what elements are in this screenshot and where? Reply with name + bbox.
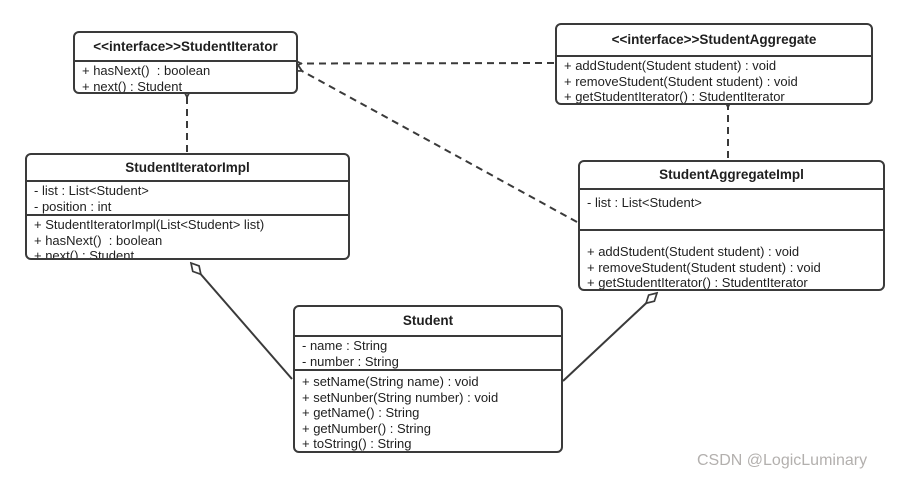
class-method: + setNunber(String number) : void [302,389,499,405]
dependency-arrow-aggregate-to-iterator [301,63,555,64]
methods-section: + StudentIteratorImpl(List<Student> list… [27,214,348,258]
class-method: + getStudentIterator() : StudentIterator [587,275,808,289]
class-method: + hasNext() : boolean [34,232,163,248]
class-method: + getNumber() : String [302,420,431,436]
class-box-student-aggregate: <<interface>>StudentAggregate + addStude… [555,23,873,105]
attributes-section: - list : List<Student> [580,188,883,229]
class-method: + addStudent(Student student) : void [564,58,777,73]
methods-section: + setName(String name) : void + setNunbe… [295,369,561,451]
aggregation-line-iteratorimpl-to-student [191,263,293,380]
methods-section: + addStudent(Student student) : void + r… [557,55,871,103]
class-title: <<interface>>StudentIterator [93,39,278,54]
class-title: <<interface>>StudentAggregate [611,32,817,47]
class-method: + next() : Student [34,248,135,258]
class-attribute: - name : String [302,338,388,353]
class-attribute: - list : List<Student> [34,183,149,198]
class-box-student-iterator-impl: StudentIteratorImpl - list : List<Studen… [25,153,350,260]
attributes-section: - name : String - number : String [295,335,561,369]
class-method: + getName() : String [302,405,420,420]
class-method: + getStudentIterator() : StudentIterator [564,89,785,103]
class-title: StudentAggregateImpl [659,167,804,182]
class-method: + hasNext() : boolean [82,63,211,78]
watermark-text: CSDN @LogicLuminary [697,452,868,469]
attributes-section: - list : List<Student> - position : int [27,180,348,214]
class-box-student-aggregate-impl: StudentAggregateImpl - list : List<Stude… [578,160,885,291]
dependency-arrow-aggregateimpl-to-iterator [302,71,578,223]
methods-section: + hasNext() : boolean + next() : Student [75,60,296,92]
class-title: Student [402,313,454,328]
class-method: + removeStudent(Student student) : void [564,73,798,89]
class-method: + addStudent(Student student) : void [587,244,800,259]
class-title: StudentIteratorImpl [125,160,250,175]
class-box-student: Student - name : String - number : Strin… [293,305,563,453]
class-method: + next() : Student [82,78,183,93]
class-method: + setName(String name) : void [302,374,479,389]
class-method: + StudentIteratorImpl(List<Student> list… [34,217,265,232]
class-method: + toString() : String [302,436,412,451]
class-method: + removeStudent(Student student) : void [587,259,821,275]
class-attribute: - number : String [302,353,399,369]
class-attribute: - position : int [34,198,112,214]
methods-section: + addStudent(Student student) : void + r… [580,229,883,289]
aggregation-line-aggregateimpl-to-student [562,293,657,382]
class-box-student-iterator: <<interface>>StudentIterator + hasNext()… [73,31,298,94]
class-attribute: - list : List<Student> [587,195,702,210]
